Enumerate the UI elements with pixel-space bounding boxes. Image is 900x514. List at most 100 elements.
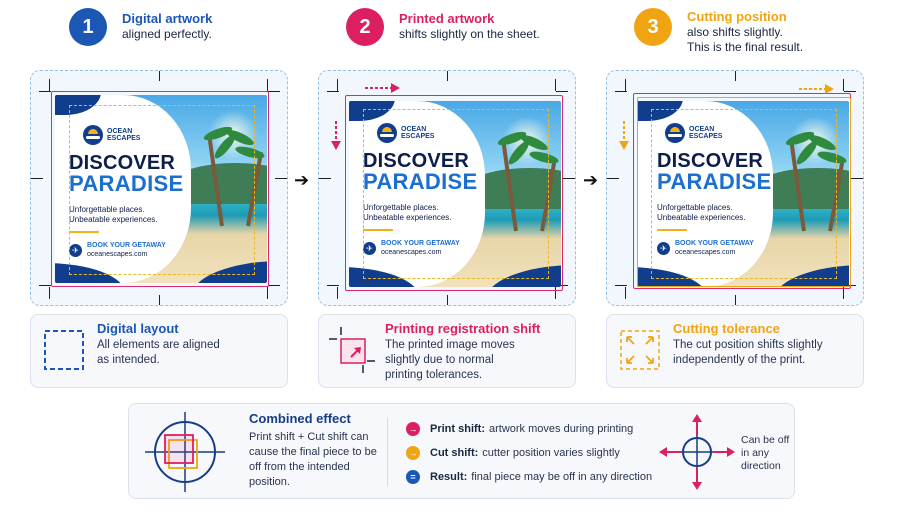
headline-paradise: PARADISE <box>363 169 478 194</box>
brand-mark-icon <box>83 125 103 145</box>
crop-mark <box>563 178 575 179</box>
trim-line <box>345 95 563 291</box>
crop-mark <box>49 287 50 299</box>
step-1-number: 1 <box>69 8 107 46</box>
headline-discover: DISCOVER <box>363 150 470 172</box>
crop-mark <box>844 91 856 92</box>
crop-mark <box>555 287 556 299</box>
accent-line <box>657 229 687 231</box>
headline-paradise: PARADISE <box>657 169 772 194</box>
step-2-number: 2 <box>346 8 384 46</box>
caption-desc: All elements are aligned as intended. <box>97 339 220 366</box>
crop-mark <box>319 178 331 179</box>
crop-mark <box>327 91 339 92</box>
crop-mark <box>625 79 626 91</box>
safe-area <box>651 109 837 279</box>
crop-mark <box>625 287 626 299</box>
cut-line <box>637 97 851 287</box>
registration-shift-icon <box>329 327 375 373</box>
caption-desc: The printed image moves slightly due to … <box>385 339 515 381</box>
crop-mark <box>555 79 556 91</box>
brand-line-2: ESCAPES <box>107 135 141 142</box>
caption-registration-shift: Printing registration shift The printed … <box>318 314 576 388</box>
direction-note: Can be off in any direction <box>741 434 790 472</box>
crop-mark <box>615 285 627 286</box>
poster-card <box>637 101 773 287</box>
plane-icon: ✈ <box>363 241 376 255</box>
step-3-title: Cutting position <box>687 9 787 24</box>
brand-line-2: ESCAPES <box>689 133 723 140</box>
crop-mark <box>267 79 268 91</box>
caption-cutting-tolerance: Cutting tolerance The cut position shift… <box>606 314 864 388</box>
combined-target-icon <box>145 412 225 492</box>
flow-arrow-2: ➔ <box>583 170 599 190</box>
crop-mark <box>337 79 338 91</box>
headline-discover: DISCOVER <box>657 150 764 172</box>
crop-mark <box>39 285 51 286</box>
cta-text: BOOK YOUR GETAWAY <box>675 240 754 247</box>
accent-line <box>69 231 99 233</box>
dashed-square-icon <box>44 330 84 370</box>
tagline-1: Unforgettable places. <box>657 203 733 212</box>
crop-mark <box>267 287 268 299</box>
poster-card <box>349 101 485 287</box>
trim-line <box>51 91 269 287</box>
caption-digital-layout: Digital layout All elements are aligned … <box>30 314 288 388</box>
url-text: oceanescapes.com <box>87 251 148 258</box>
caption-title: Printing registration shift <box>385 321 541 336</box>
bullet-print-shift: → Print shift: artwork moves during prin… <box>406 422 633 436</box>
crop-mark <box>851 178 863 179</box>
brand-line-1: OCEAN <box>401 125 427 133</box>
crop-mark <box>275 178 287 179</box>
tagline-2: Unbeatable experiences. <box>657 213 746 222</box>
crop-mark <box>337 287 338 299</box>
safe-area <box>363 109 549 279</box>
caption-desc: The cut position shifts slightly indepen… <box>673 339 823 366</box>
bullet-text: cutter position varies slightly <box>482 447 620 459</box>
bullet-cut-shift: → Cut shift: cutter position varies slig… <box>406 446 620 460</box>
any-direction-icon <box>659 414 735 490</box>
accent-line <box>363 229 393 231</box>
crop-mark <box>31 178 43 179</box>
cta-text: BOOK YOUR GETAWAY <box>87 242 166 249</box>
headline-discover: DISCOVER <box>69 152 176 174</box>
crop-mark <box>615 91 627 92</box>
combined-title: Combined effect <box>249 411 351 426</box>
arrow-right-icon: → <box>406 422 420 436</box>
crop-mark <box>735 295 736 305</box>
flow-arrow-1: ➔ <box>294 170 310 190</box>
tagline-2: Unbeatable experiences. <box>69 215 158 224</box>
crop-mark <box>447 71 448 81</box>
plane-icon: ✈ <box>69 243 82 257</box>
crop-mark <box>268 285 280 286</box>
headline-paradise: PARADISE <box>69 171 184 196</box>
step-1-desc: aligned perfectly. <box>122 27 212 41</box>
crop-mark <box>735 71 736 81</box>
shift-down-arrow-icon <box>331 121 341 150</box>
bullet-result: = Result: final piece may be off in any … <box>406 470 652 484</box>
bullet-label: Cut shift: <box>430 447 479 459</box>
brand-mark-icon <box>665 123 685 143</box>
step-3-number: 3 <box>634 8 672 46</box>
shift-right-arrow-icon <box>365 83 400 93</box>
step-3-desc: also shifts slightly. <box>687 25 783 39</box>
caption-title: Cutting tolerance <box>673 321 780 336</box>
brand-line-1: OCEAN <box>689 125 715 133</box>
bullet-label: Print shift: <box>430 423 485 435</box>
step-2-desc: shifts slightly on the sheet. <box>399 27 540 41</box>
crop-mark <box>447 295 448 305</box>
step-1-header: 1 Digital artwork aligned perfectly. <box>69 8 212 46</box>
cut-shift-right-arrow-icon <box>799 84 834 94</box>
cta-text: BOOK YOUR GETAWAY <box>381 240 460 247</box>
crop-mark <box>159 295 160 305</box>
